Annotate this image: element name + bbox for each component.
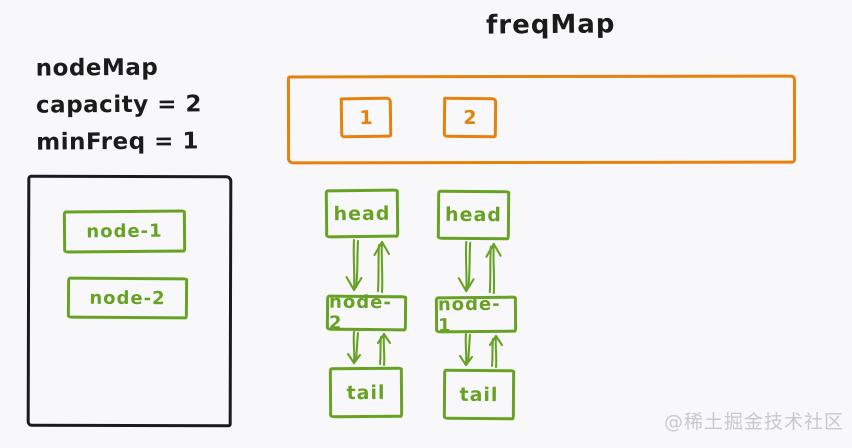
freqmap-key-1: 1: [339, 96, 393, 139]
watermark: @稀土掘金技术社区: [663, 411, 844, 433]
info-text-block: nodeMap capacity = 2 minFreq = 1: [36, 49, 203, 161]
nodemap-entry-node-1: node-1: [62, 209, 187, 254]
minfreq-label: minFreq = 1: [36, 128, 200, 156]
nodemap-label: nodeMap: [35, 54, 159, 82]
list2-head-node-arrows-icon: [457, 240, 502, 295]
list2-node-tail-arrows-icon: [458, 333, 504, 369]
list1-head-node-arrows-icon: [345, 238, 391, 294]
list2-tail-box: tail: [442, 368, 516, 421]
freqmap-title: freqMap: [485, 9, 616, 41]
list1-tail-box: tail: [328, 366, 404, 419]
list2-node-1-box: node-1: [434, 293, 518, 336]
list2-head-box: head: [436, 189, 511, 241]
list1-node-tail-arrows-icon: [346, 331, 392, 367]
list1-head-box: head: [324, 188, 400, 239]
list1-node-2-box: node-2: [325, 292, 408, 334]
capacity-label: capacity = 2: [35, 91, 203, 119]
nodemap-entry-node-2: node-2: [66, 276, 189, 320]
freqmap-key-2: 2: [442, 96, 498, 139]
